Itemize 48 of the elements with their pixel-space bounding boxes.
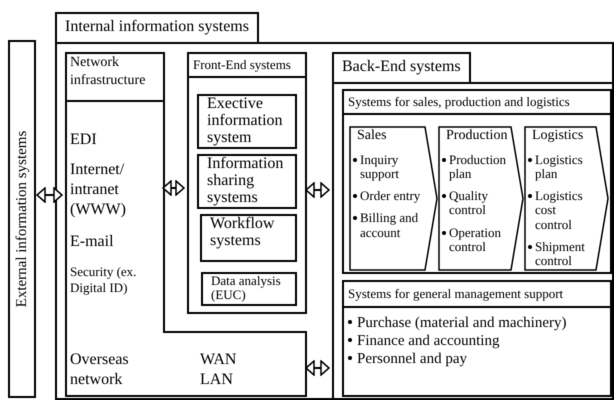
box-label: Workflow systems (210, 215, 274, 249)
item-label: Shipment control (535, 240, 586, 269)
band-label: External information systems (14, 130, 30, 308)
system-box (197, 154, 297, 209)
chevron-box (438, 126, 525, 271)
item-label: Logistics cost control (535, 189, 584, 232)
tab-title: Back-End systems (332, 52, 471, 84)
item-label: Purchase (material and machinery) (357, 314, 566, 332)
item-label: Inquiry support (360, 152, 400, 182)
box-label: Information sharing systems (207, 155, 284, 206)
system-box (342, 89, 612, 274)
column-heading: Sales (356, 127, 387, 144)
item-label: Production plan (449, 152, 508, 182)
item-label: EDI (70, 130, 98, 150)
tab-title: Internal information systems (55, 12, 259, 44)
item-label: Billing and account (360, 211, 420, 240)
double-arrow (305, 182, 330, 198)
item-label: Operation control (449, 226, 502, 254)
chevron-box (524, 126, 610, 271)
item-label: Security (ex. Digital ID) (70, 264, 138, 296)
item-label: E-mail (70, 232, 115, 252)
system-box (342, 280, 612, 397)
section-heading: Systems for sales, production and logistics (344, 91, 610, 116)
item-label: Order entry (360, 189, 420, 204)
section-heading: Systems for general management support (344, 282, 610, 308)
item-label: Internet/ intranet (WWW) (70, 160, 127, 220)
system-box (201, 272, 297, 306)
chevron-box (349, 126, 439, 271)
item-label: Logistics plan (535, 152, 584, 182)
item-label: Quality control (449, 189, 489, 218)
box-label: Data analysis (EUC) (211, 273, 281, 302)
column-heading: Production (445, 127, 508, 144)
box-label: Exective information system (207, 95, 283, 146)
system-box (200, 214, 297, 262)
network-panel (65, 52, 307, 397)
section-heading: Front-End systems (189, 54, 305, 78)
double-arrow (36, 187, 63, 203)
item-label: Finance and accounting (357, 332, 500, 350)
column-heading: Logistics (531, 127, 584, 144)
item-label: WAN LAN (200, 350, 238, 390)
section-heading: Network infrastructure (70, 54, 146, 89)
double-arrow (305, 360, 330, 376)
system-box (197, 94, 297, 149)
item-label: Overseas network (70, 350, 130, 390)
system-band (8, 40, 36, 398)
double-arrow (162, 180, 185, 196)
item-label: Personnel and pay (357, 350, 467, 368)
system-box (187, 52, 307, 314)
